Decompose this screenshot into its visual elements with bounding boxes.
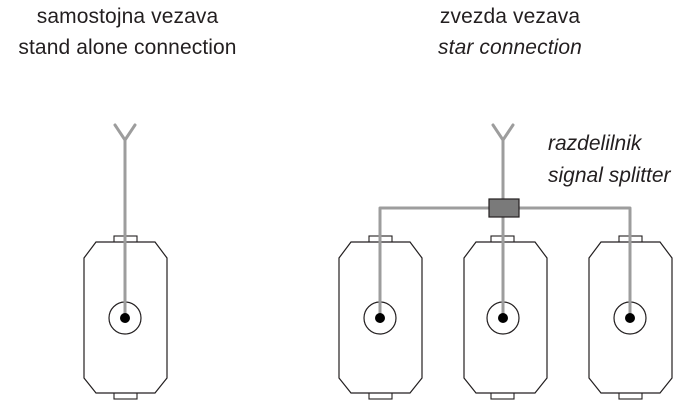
star-caption-en: star connection — [438, 36, 582, 59]
stand-alone-caption-sl: samostojna vezava — [36, 5, 219, 28]
star-caption-sl: zvezda vezava — [439, 5, 581, 28]
stand-alone-caption: samostojna vezava stand alone connection — [0, 1, 255, 63]
signal-splitter-icon — [488, 198, 520, 218]
outlet-pin — [625, 313, 635, 323]
outlet-pin — [375, 313, 385, 323]
star-caption: zvezda vezava star connection — [400, 1, 620, 63]
stand-alone-antenna — [113, 123, 137, 320]
antenna-icon — [113, 123, 137, 142]
stand-alone-caption-en: stand alone connection — [18, 36, 237, 59]
splitter-label-sl: razdelilnik — [548, 132, 642, 155]
outlet-pin — [120, 313, 130, 323]
splitter-label: razdelilnik signal splitter — [548, 128, 694, 192]
antenna-icon — [491, 123, 515, 142]
outlet-pin — [498, 313, 508, 323]
splitter-label-en: signal splitter — [548, 164, 671, 187]
